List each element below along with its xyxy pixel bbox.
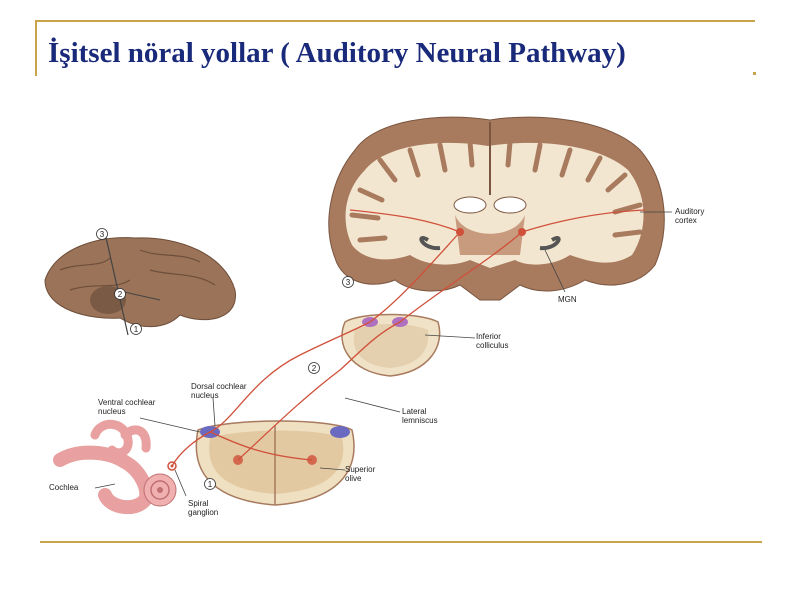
label-ventral-cochlear-line1: Ventral cochlear: [98, 398, 156, 407]
marker-sagittal-1: 1: [130, 323, 142, 335]
left-accent-rule: [35, 20, 37, 76]
bottom-rule: [40, 541, 762, 543]
sagittal-brain: [44, 232, 236, 336]
label-mgn: MGN: [558, 295, 577, 304]
label-cochlea: Cochlea: [49, 483, 79, 492]
anatomy-labels: Auditory cortex MGN Inferior colliculus …: [49, 207, 704, 517]
marker-brainstem-1: 1: [204, 478, 216, 490]
label-inferior-colliculus-line2: colliculus: [476, 341, 508, 350]
top-rule: [35, 20, 755, 22]
auditory-pathway-lines: [171, 209, 646, 467]
marker-brainstem-1-text: 1: [208, 480, 213, 489]
label-superior-olive-line1: Superior: [345, 465, 376, 474]
cochlea: [53, 419, 177, 515]
marker-coronal-3-text: 3: [346, 278, 351, 287]
right-accent-mark: [753, 72, 756, 75]
marker-midbrain-2: 2: [308, 362, 320, 374]
label-auditory-cortex-line1: Auditory: [675, 207, 704, 216]
marker-midbrain-2-text: 2: [312, 364, 317, 373]
label-inferior-colliculus-line1: Inferior: [476, 332, 501, 341]
label-superior-olive-line2: olive: [345, 474, 362, 483]
marker-sagittal-3-text: 3: [100, 230, 105, 239]
marker-coronal-3: 3: [342, 276, 354, 288]
midbrain-section: [341, 313, 441, 377]
label-spiral-ganglion-line2: ganglion: [188, 508, 218, 517]
label-lateral-lemniscus-line2: lemniscus: [402, 416, 438, 425]
marker-sagittal-3: 3: [96, 228, 108, 240]
slide-title: İşitsel nöral yollar ( Auditory Neural P…: [48, 37, 626, 69]
leader-lines: [94, 211, 672, 497]
label-ventral-cochlear-line2: nucleus: [98, 407, 126, 416]
label-auditory-cortex-line2: cortex: [675, 216, 697, 225]
label-dorsal-cochlear-line1: Dorsal cochlear: [191, 382, 247, 391]
marker-sagittal-2-text: 2: [118, 290, 123, 299]
label-spiral-ganglion-line1: Spiral: [188, 499, 209, 508]
brainstem-section: [195, 420, 355, 506]
coronal-brain-section: [328, 116, 665, 301]
numbered-markers: 3 2 1 3 2 1: [96, 228, 354, 490]
marker-sagittal-2: 2: [114, 288, 126, 300]
label-lateral-lemniscus-line1: Lateral: [402, 407, 427, 416]
label-dorsal-cochlear-line2: nucleus: [191, 391, 219, 400]
marker-sagittal-1-text: 1: [134, 325, 139, 334]
